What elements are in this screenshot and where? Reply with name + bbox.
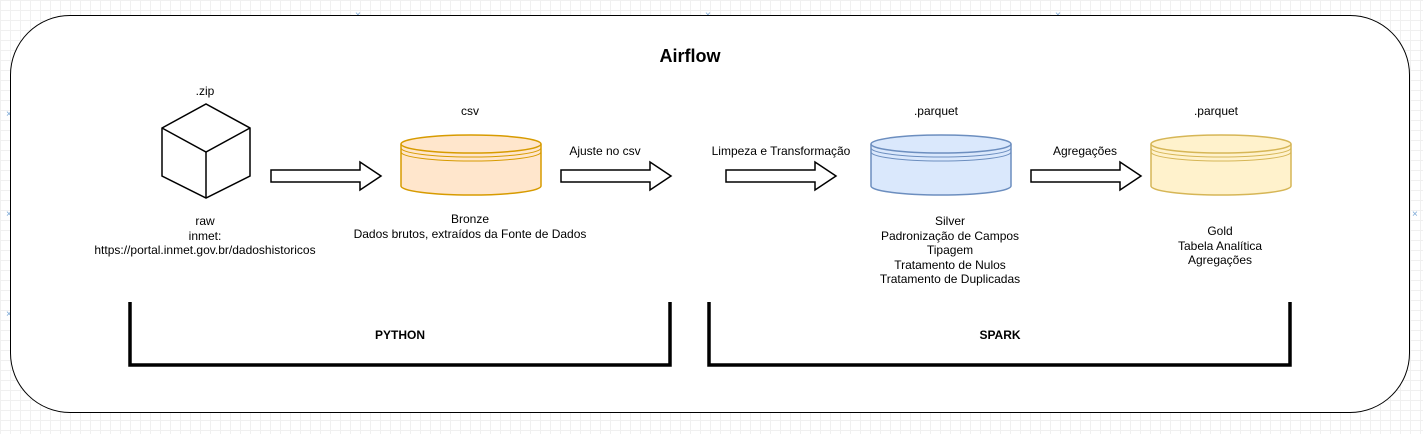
bronze-description: Bronze Dados brutos, extraídos da Fonte …	[320, 212, 620, 241]
limpeza-label: Limpeza e Transformação	[711, 144, 851, 158]
python-bracket[interactable]	[128, 302, 673, 368]
silver-line: Padronização de Campos	[880, 228, 1020, 243]
arrow-raw-to-bronze[interactable]	[270, 160, 383, 192]
diagram-title: Airflow	[659, 46, 721, 66]
grid-marker: ×	[6, 309, 12, 320]
ajuste-csv-label: Ajuste no csv	[569, 144, 641, 158]
gold-description: Gold Tabela Analítica Agregações	[1140, 224, 1300, 268]
silver-line: Tratamento de Duplicadas	[879, 272, 1021, 286]
gold-format-label: .parquet	[1193, 104, 1239, 118]
spark-bracket[interactable]	[707, 302, 1293, 368]
bronze-line: Bronze	[450, 212, 490, 226]
silver-line: Tratamento de Nulos	[894, 257, 1006, 272]
raw-format-label: .zip	[195, 84, 215, 98]
arrow-ajuste-csv[interactable]	[560, 160, 673, 192]
silver-description: Silver Padronização de Campos Tipagem Tr…	[840, 214, 1060, 287]
gold-database-icon[interactable]	[1150, 134, 1292, 196]
silver-format-label: .parquet	[913, 104, 959, 118]
spark-label: SPARK	[979, 328, 1021, 342]
bronze-database-icon[interactable]	[400, 134, 542, 196]
raw-description: raw inmet: https://portal.inmet.gov.br/d…	[60, 214, 350, 258]
silver-database-icon[interactable]	[870, 134, 1012, 196]
grid-marker: ×	[6, 209, 12, 220]
gold-line: Agregações	[1187, 253, 1253, 267]
agregacoes-arrow-label: Agregações	[1052, 144, 1118, 158]
raw-line: inmet:	[188, 228, 222, 243]
grid-marker: ×	[6, 109, 12, 120]
gold-line: Tabela Analítica	[1177, 238, 1263, 253]
raw-line: raw	[195, 214, 215, 228]
silver-line: Tipagem	[926, 243, 974, 257]
arrow-silver-to-gold[interactable]	[1030, 160, 1143, 192]
python-label: PYTHON	[374, 328, 425, 342]
raw-line: https://portal.inmet.gov.br/dadoshistori…	[94, 243, 316, 257]
arrow-limpeza-to-silver[interactable]	[725, 160, 838, 192]
silver-line: Silver	[934, 214, 965, 228]
bronze-format-label: csv	[461, 104, 479, 118]
gold-line: Gold	[1207, 224, 1233, 238]
grid-marker: ×	[1412, 209, 1418, 220]
cube-icon[interactable]	[161, 103, 251, 199]
bronze-line: Dados brutos, extraídos da Fonte de Dado…	[353, 226, 587, 241]
